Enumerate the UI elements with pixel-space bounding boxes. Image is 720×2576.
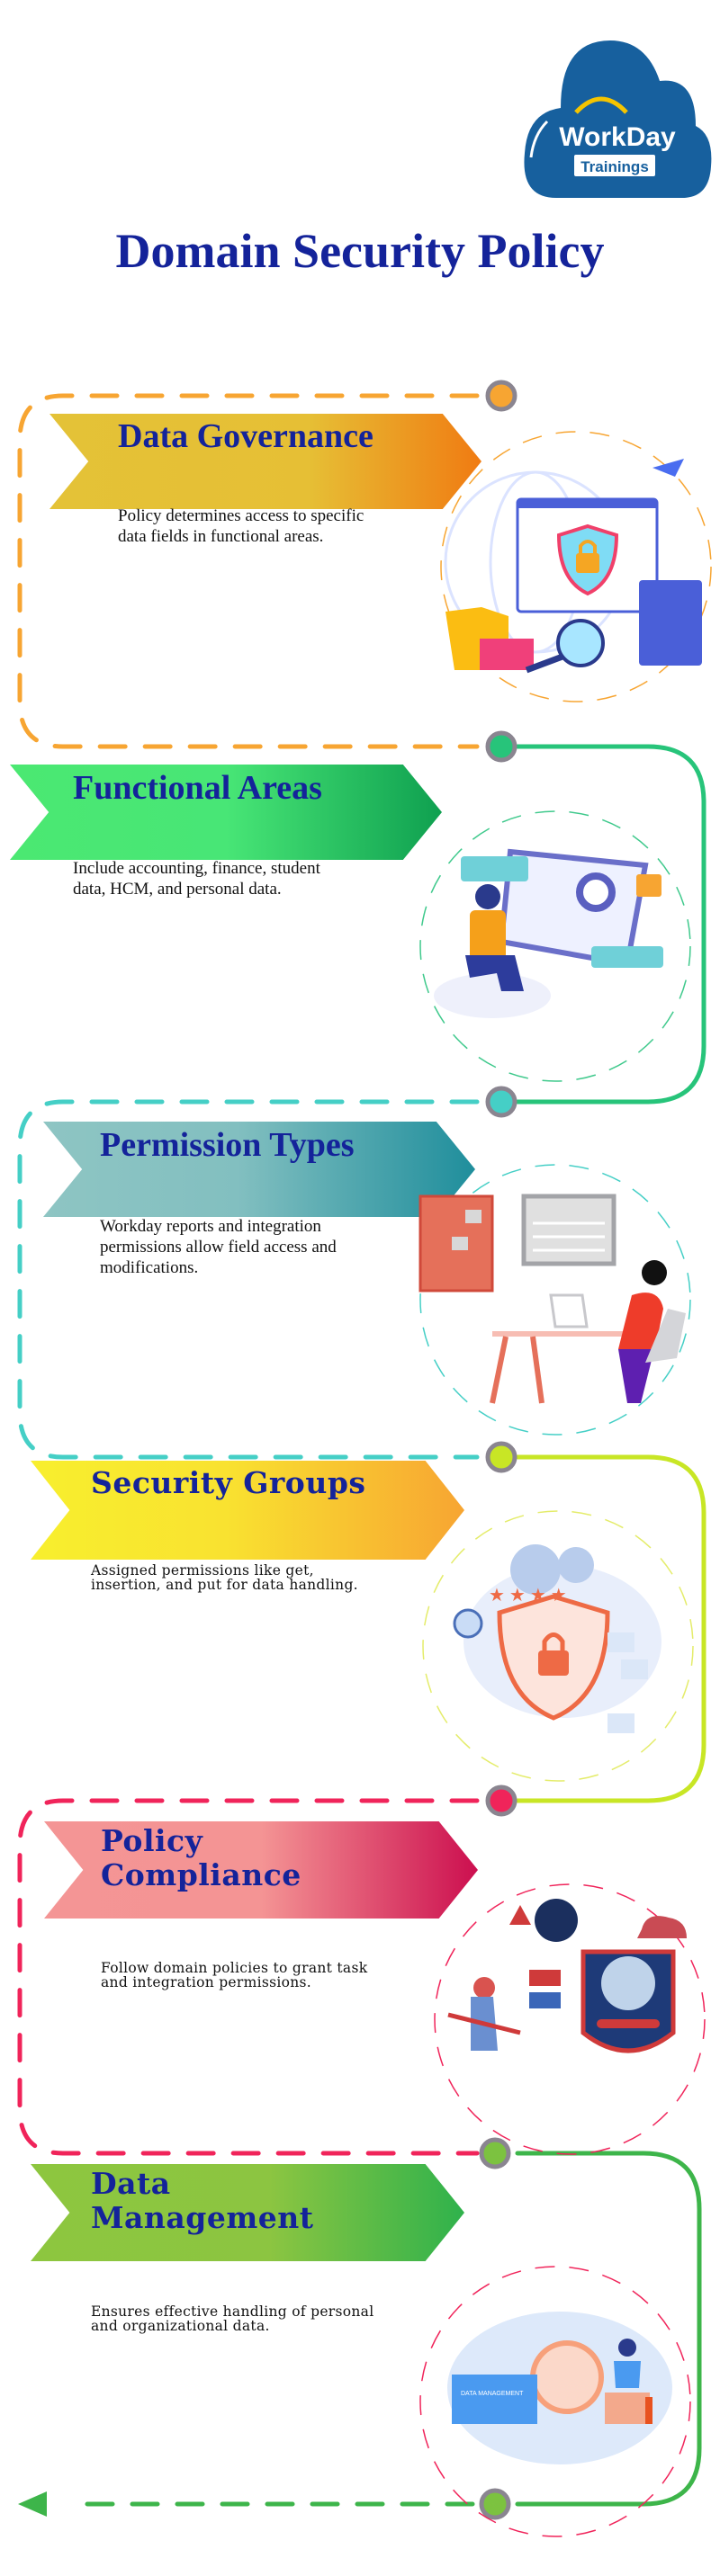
node-6 — [479, 2137, 511, 2169]
section-title: Data Management — [91, 2167, 314, 2235]
logo-wordmark: WorkDay — [559, 122, 676, 152]
node-5 — [485, 1784, 518, 1817]
connector-2 — [515, 744, 706, 1105]
end-arrow-icon — [18, 2491, 47, 2517]
logo-subtitle: Trainings — [580, 158, 649, 175]
section-title: Policy Compliance — [101, 1824, 302, 1892]
section-title: Permission Types — [100, 1126, 355, 1164]
profile-shield-illustration — [434, 1883, 706, 2155]
analytics-dashboard-illustration — [419, 810, 691, 1082]
section-description: Include accounting, finance, student dat… — [73, 859, 320, 899]
section-title-line1: Policy — [101, 1823, 203, 1858]
node-3 — [485, 1086, 518, 1118]
workday-trainings-logo: WorkDay Trainings — [520, 27, 714, 202]
svg-text:★ ★ ★ ★: ★ ★ ★ ★ — [489, 1586, 567, 1606]
node-1 — [485, 380, 518, 412]
banner — [44, 1821, 478, 1919]
section-description: Workday reports and integration permissi… — [100, 1217, 337, 1277]
person-at-desk-illustration — [418, 1164, 691, 1436]
section-description: Follow domain policies to grant task and… — [101, 1960, 368, 1990]
connector-4 — [515, 1454, 706, 1803]
data-security-illustration — [440, 431, 712, 702]
banner — [50, 414, 482, 509]
banner — [10, 765, 442, 860]
shield-lock-illustration: ★ ★ ★ ★ — [422, 1510, 694, 1782]
banner — [31, 2164, 464, 2261]
section-title: Security Groups — [91, 1465, 366, 1500]
section-description: Policy determines access to specific dat… — [118, 506, 364, 546]
section-title-line2: Compliance — [101, 1857, 302, 1892]
banner — [43, 1122, 475, 1217]
section-title-line2: Management — [91, 2200, 314, 2235]
node-4 — [485, 1441, 518, 1473]
section-description: Assigned permissions like get, insertion… — [91, 1562, 358, 1593]
banner — [31, 1461, 464, 1560]
node-7 — [479, 2488, 511, 2520]
node-2 — [485, 730, 518, 763]
section-title: Functional Areas — [73, 769, 322, 807]
section-description: Ensures effective handling of personal a… — [91, 2303, 374, 2334]
data-management-illustration: DATA MANAGEMENT — [419, 2266, 691, 2537]
section-title-line1: Data — [91, 2166, 171, 2201]
connector-6 — [515, 2151, 702, 2507]
folder-label: DATA MANAGEMENT — [461, 2391, 524, 2397]
section-title: Data Governance — [118, 417, 374, 455]
page-title: Domain Security Policy — [115, 224, 605, 278]
